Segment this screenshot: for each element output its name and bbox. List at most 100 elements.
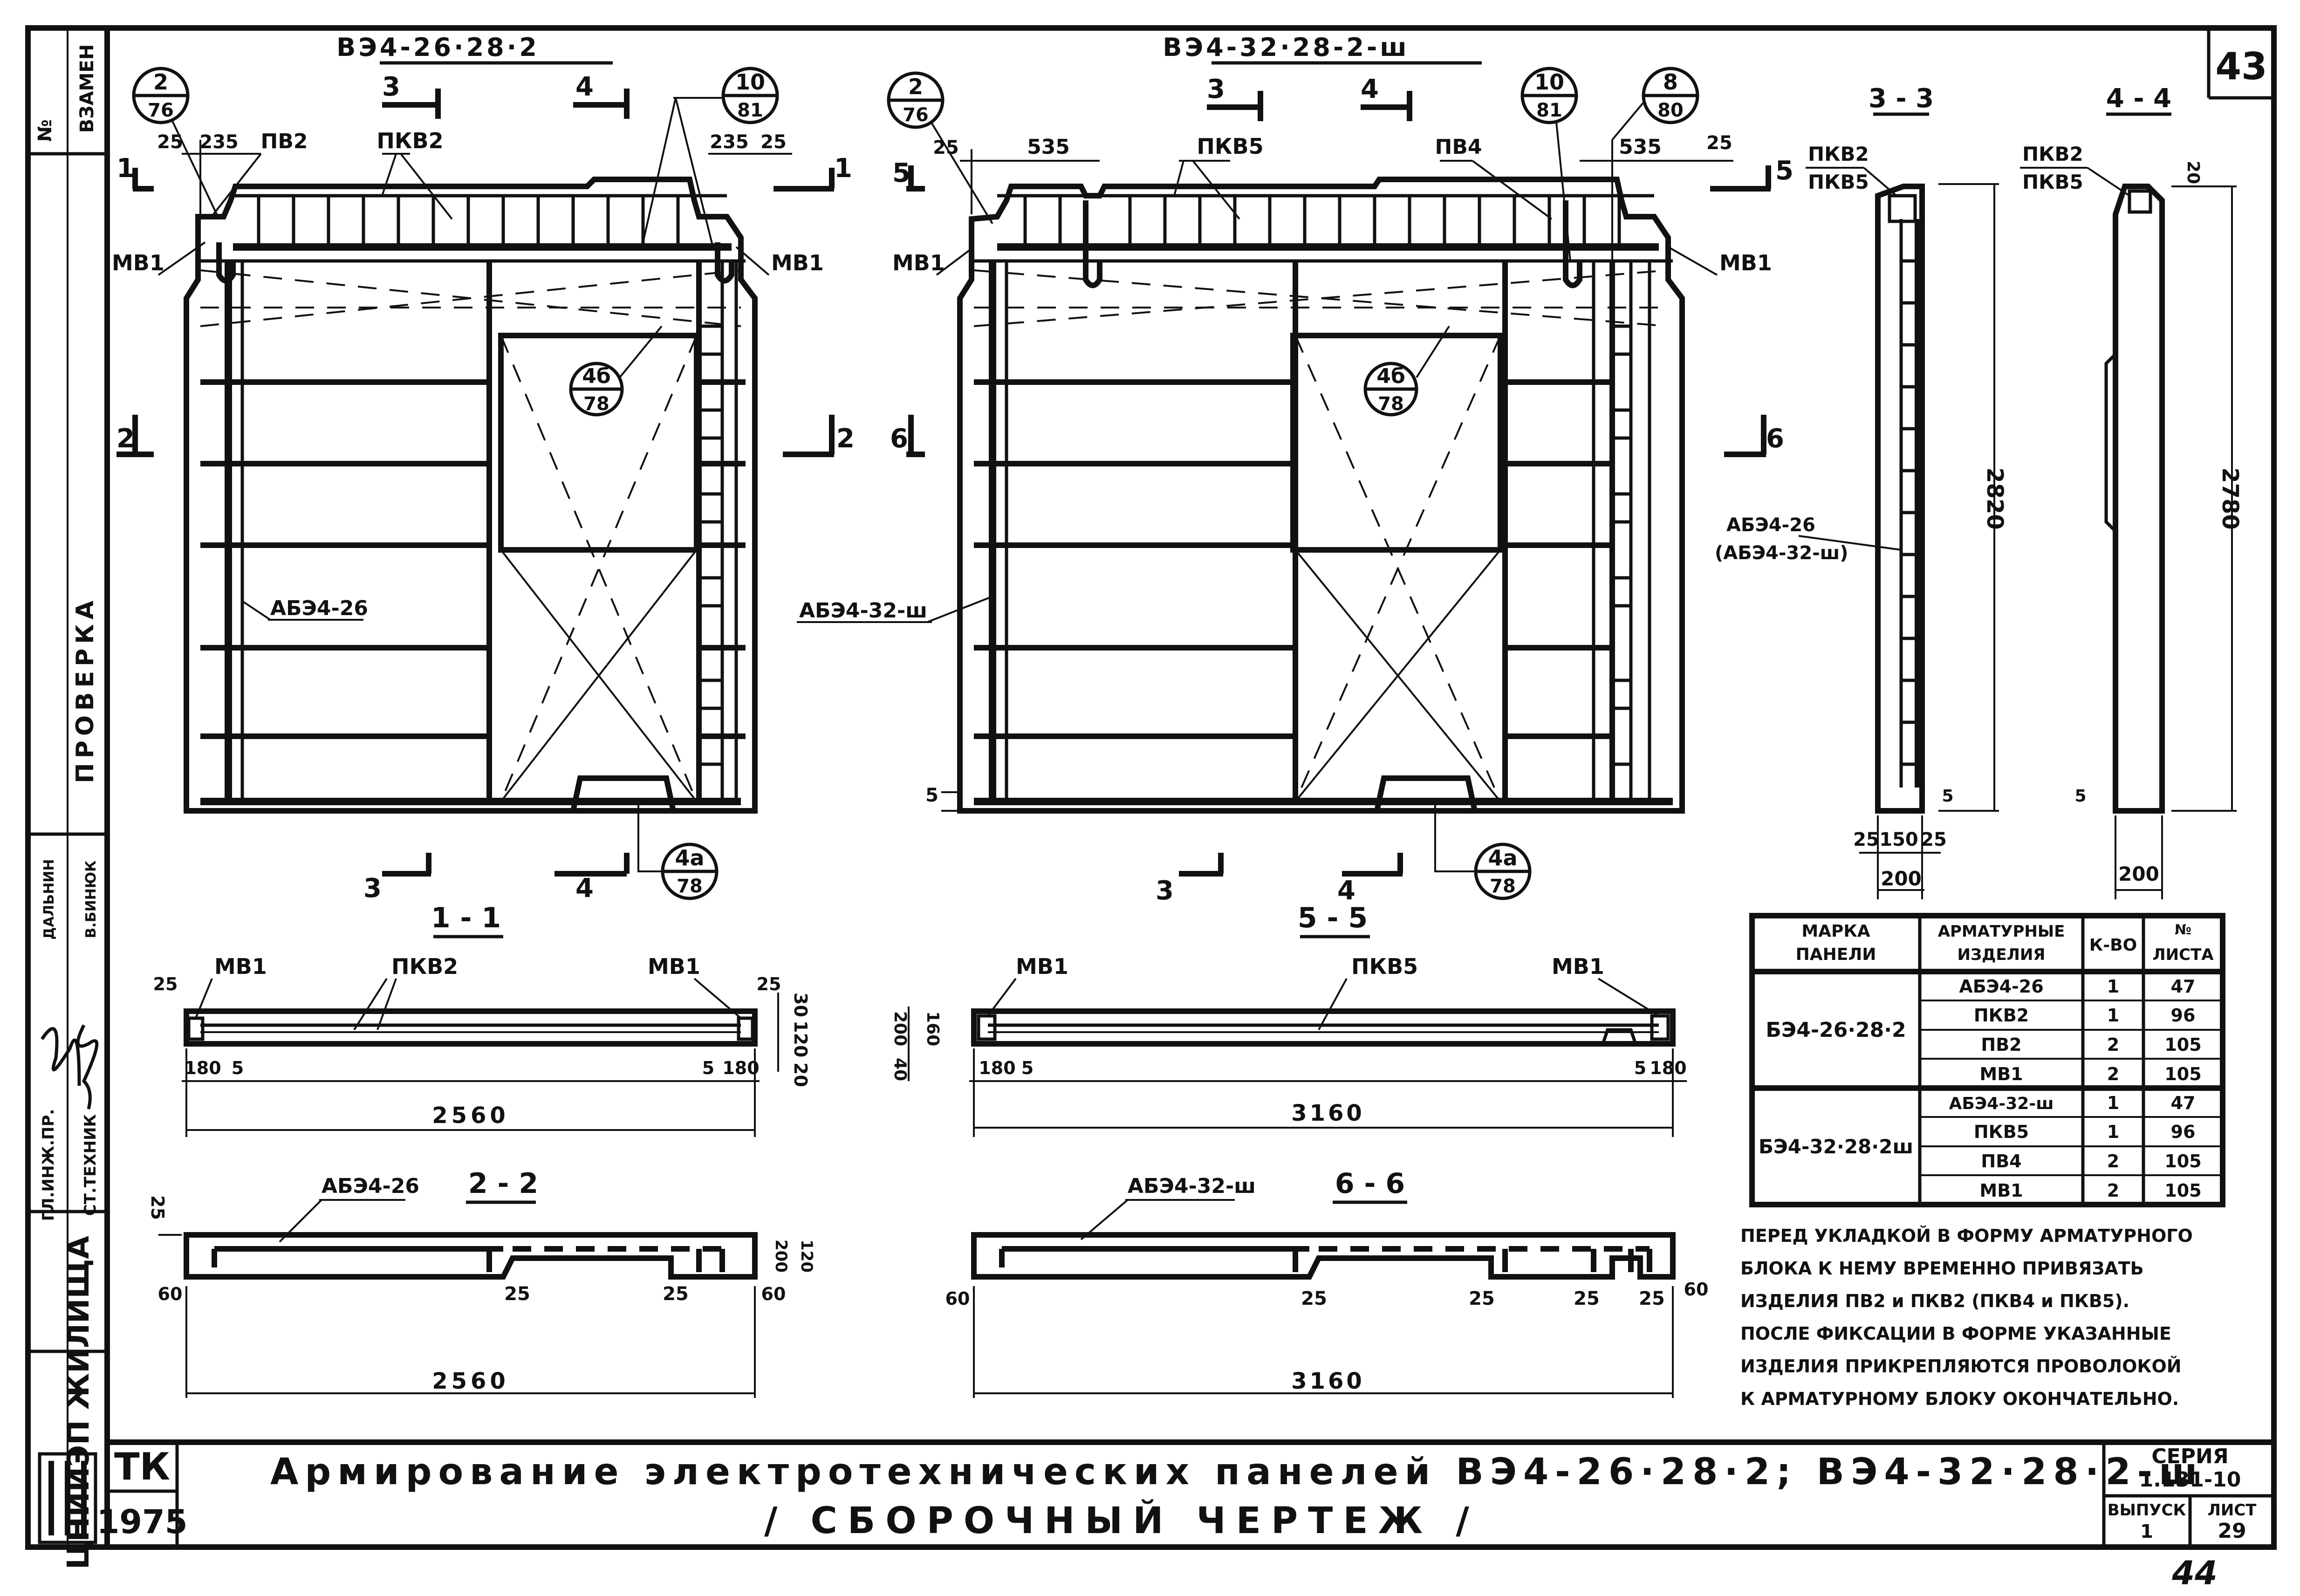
svg-text:ПВ4: ПВ4 [1435, 135, 1482, 159]
strip-role2: СТ.ТЕХНИК [81, 1114, 100, 1216]
svg-text:4б: 4б [1376, 364, 1405, 388]
series-value: 1.131-10 [2139, 1468, 2241, 1492]
year-label: 1975 [97, 1503, 188, 1541]
svg-text:180: 180 [184, 1058, 221, 1078]
strip-num: № [34, 119, 56, 142]
svg-text:ПКВ5: ПКВ5 [2022, 171, 2083, 193]
svg-text:60: 60 [761, 1284, 786, 1304]
svg-text:АБЭ4-26: АБЭ4-26 [1959, 976, 2043, 997]
svg-text:4а: 4а [675, 845, 704, 870]
svg-text:200: 200 [2118, 863, 2159, 885]
svg-text:2: 2 [836, 424, 855, 454]
svg-text:25: 25 [1706, 132, 1732, 154]
svg-text:535: 535 [1027, 135, 1070, 159]
svg-text:120: 120 [790, 1021, 811, 1057]
issue-value: 1 [2140, 1521, 2153, 1542]
svg-text:60: 60 [945, 1288, 970, 1309]
section-4-4: 4 - 4 ПКВ2 ПКВ5 20 2780 5 200 [2020, 83, 2243, 899]
svg-text:76: 76 [148, 100, 174, 121]
svg-text:25: 25 [153, 974, 178, 994]
svg-text:60: 60 [1684, 1279, 1709, 1300]
svg-text:200: 200 [1881, 867, 1922, 890]
svg-text:180: 180 [1650, 1058, 1686, 1078]
svg-text:1 - 1: 1 - 1 [431, 902, 501, 934]
svg-text:25: 25 [1469, 1288, 1495, 1309]
svg-text:3: 3 [1207, 74, 1225, 104]
handwritten-number: 44 [2171, 1554, 2217, 1592]
series-label: СЕРИЯ [2151, 1445, 2228, 1468]
svg-text:1: 1 [2107, 1093, 2119, 1113]
svg-text:5: 5 [1775, 156, 1793, 186]
svg-text:25: 25 [1574, 1288, 1600, 1309]
svg-text:ПКВ2: ПКВ2 [391, 954, 458, 979]
svg-text:10: 10 [1534, 69, 1564, 95]
strip-name1: ДАЛЬНИН [41, 859, 57, 939]
svg-text:120: 120 [797, 1240, 816, 1273]
panel2-callout-10-81: 10 81 [1520, 67, 1578, 261]
svg-text:МВ1: МВ1 [648, 954, 700, 979]
sheet-title-line1: Армирование электротехнических панелей В… [270, 1451, 2204, 1493]
panel1-callout-2-76: 2 76 [132, 67, 220, 219]
svg-text:25: 25 [1639, 1288, 1665, 1309]
svg-text:АБЭ4-26: АБЭ4-26 [1726, 514, 1815, 536]
th-qty: К-ВО [2089, 936, 2137, 955]
svg-text:4б: 4б [582, 364, 610, 388]
svg-text:25: 25 [757, 974, 781, 994]
svg-text:5: 5 [232, 1058, 244, 1078]
svg-text:МВ1: МВ1 [892, 250, 945, 275]
svg-text:ПКВ2: ПКВ2 [1808, 143, 1869, 165]
svg-text:ИЗДЕЛИЯ: ИЗДЕЛИЯ [1958, 945, 2046, 964]
svg-text:МВ1: МВ1 [1552, 954, 1604, 979]
svg-text:180: 180 [979, 1058, 1015, 1078]
strip-proverka: ПРОВЕРКА [71, 596, 99, 783]
svg-text:ПВ2: ПВ2 [261, 130, 308, 153]
svg-text:4 - 4: 4 - 4 [2106, 83, 2171, 114]
svg-text:ПОСЛЕ ФИКСАЦИИ В ФОРМЕ УКАЗАНН: ПОСЛЕ ФИКСАЦИИ В ФОРМЕ УКАЗАННЫЕ [1740, 1323, 2171, 1344]
svg-text:105: 105 [2164, 1034, 2201, 1055]
th-panel: МАРКА [1801, 922, 1870, 941]
svg-text:ПКВ5: ПКВ5 [1197, 134, 1263, 159]
svg-text:ПКВ2: ПКВ2 [376, 128, 443, 153]
svg-text:(АБЭ4-32-ш): (АБЭ4-32-ш) [1715, 542, 1848, 564]
svg-text:ПКВ5: ПКВ5 [1974, 1122, 2029, 1142]
svg-text:4: 4 [575, 72, 594, 102]
strip-role1: ГЛ.ИНЖ.ПР. [39, 1109, 58, 1221]
svg-text:ПАНЕЛИ: ПАНЕЛИ [1796, 945, 1876, 964]
svg-text:МВ1: МВ1 [214, 954, 267, 979]
svg-text:2: 2 [153, 69, 168, 95]
sheet-title-line2: / СБОРОЧНЫЙ ЧЕРТЕЖ / [764, 1499, 1479, 1542]
panel2-section-markers: 5 5 6 6 3 4 3 4 [890, 74, 1793, 906]
svg-text:3 - 3: 3 - 3 [1869, 83, 1934, 114]
svg-text:4: 4 [1361, 74, 1379, 104]
svg-text:1: 1 [2107, 1122, 2119, 1142]
svg-text:180: 180 [722, 1058, 759, 1078]
svg-text:8: 8 [1663, 69, 1678, 95]
svg-text:МВ1: МВ1 [1719, 250, 1772, 275]
svg-text:ПКВ5: ПКВ5 [1351, 954, 1418, 979]
svg-text:4а: 4а [1488, 845, 1517, 870]
svg-text:4: 4 [1337, 876, 1355, 906]
svg-text:25: 25 [1301, 1288, 1327, 1309]
svg-text:2560: 2560 [432, 1368, 509, 1394]
svg-text:6: 6 [1766, 424, 1784, 454]
svg-text:150: 150 [1879, 829, 1918, 850]
svg-text:96: 96 [2171, 1122, 2196, 1142]
svg-text:40: 40 [890, 1058, 910, 1081]
svg-text:81: 81 [737, 100, 763, 121]
svg-text:2: 2 [2107, 1151, 2119, 1171]
svg-text:МВ1: МВ1 [771, 250, 824, 275]
svg-text:5: 5 [892, 158, 910, 188]
spec-table: МАРКА ПАНЕЛИ АРМАТУРНЫЕ ИЗДЕЛИЯ К-ВО № Л… [1749, 913, 2225, 1207]
svg-text:25: 25 [933, 137, 959, 158]
svg-text:МВ1: МВ1 [1979, 1180, 2023, 1201]
panel1-top-verticals [257, 196, 680, 247]
svg-text:2: 2 [2107, 1064, 2119, 1084]
svg-text:3: 3 [1156, 876, 1174, 906]
svg-text:76: 76 [903, 104, 929, 126]
svg-text:2: 2 [2107, 1180, 2119, 1201]
svg-text:96: 96 [2171, 1005, 2196, 1026]
svg-text:ПКВ2: ПКВ2 [2022, 143, 2083, 165]
svg-text:ПКВ2: ПКВ2 [1974, 1005, 2029, 1026]
svg-text:6: 6 [890, 424, 908, 454]
panel1-elevation: ВЭ4-26·28·2 [112, 33, 855, 904]
